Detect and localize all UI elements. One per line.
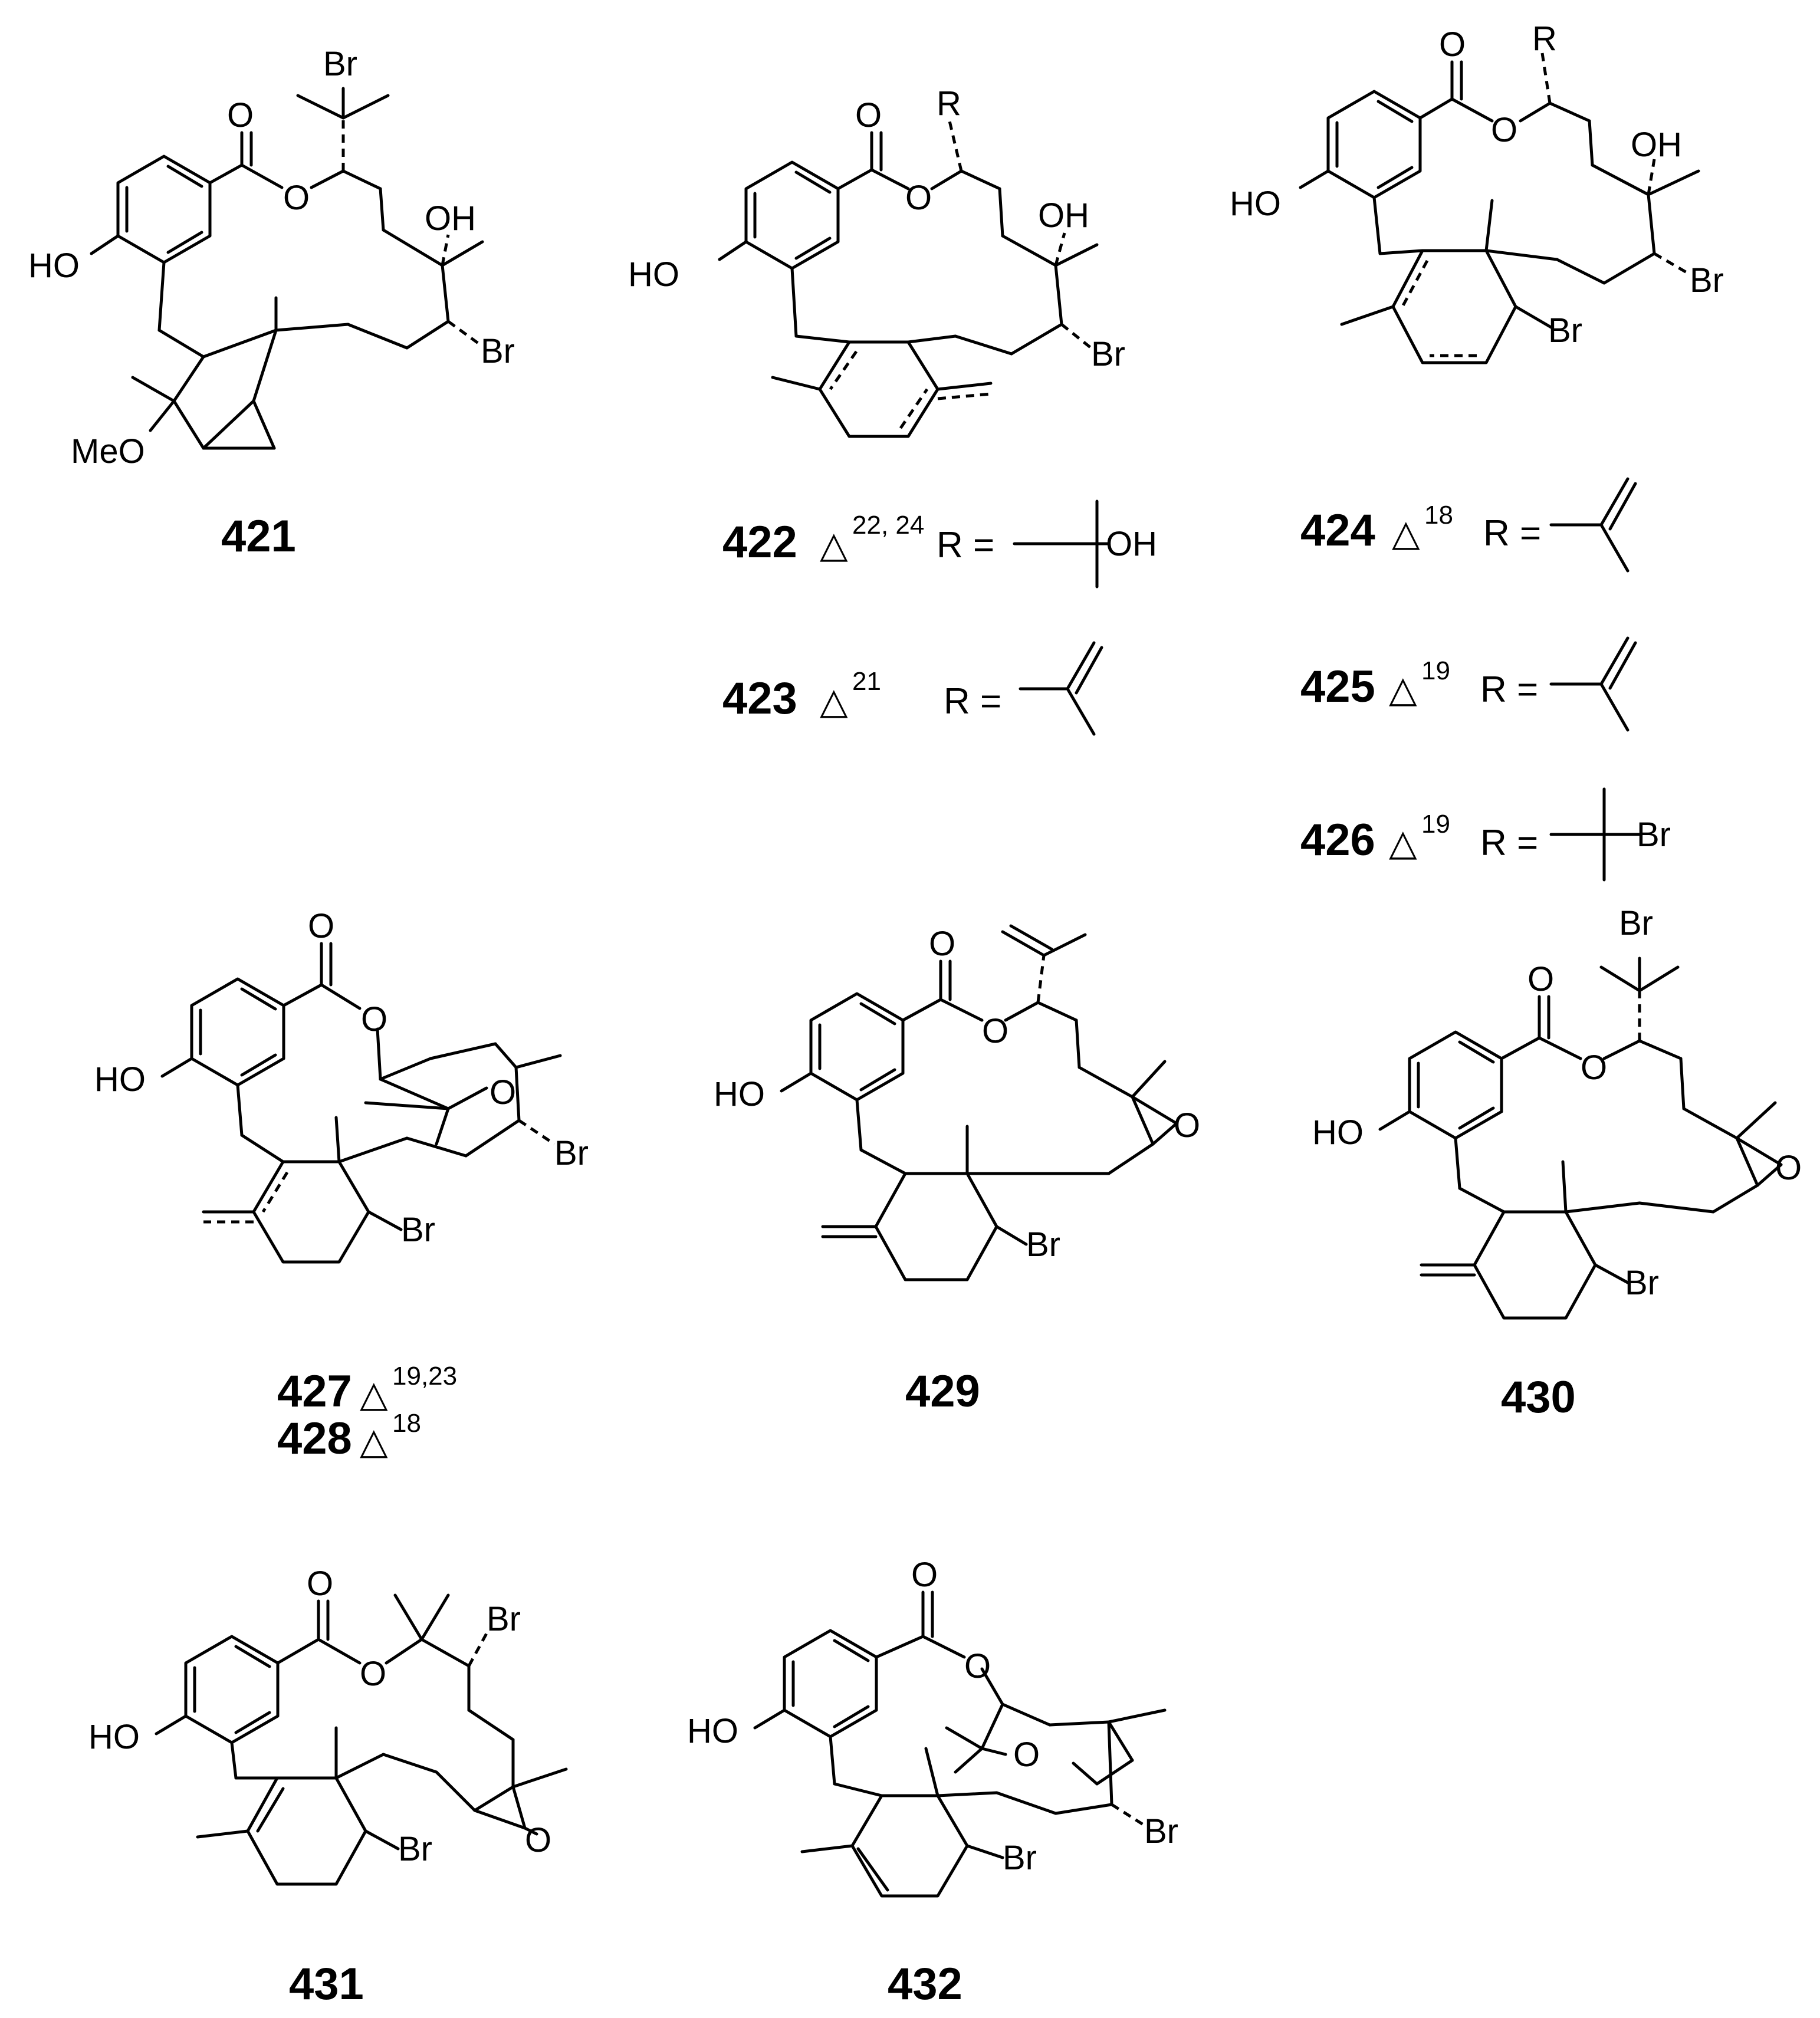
- atom-br: Br: [1637, 816, 1671, 854]
- structure-430: Br O O O Br HO 430: [1312, 904, 1802, 1422]
- delta-symbol: △: [1389, 669, 1417, 710]
- delta-positions-423: 21: [852, 667, 881, 696]
- atom-o: O: [361, 1000, 387, 1038]
- r-equals: R =: [1480, 823, 1538, 863]
- delta-symbol: △: [820, 525, 848, 566]
- atom-br: Br: [398, 1830, 432, 1868]
- delta-symbol: △: [360, 1374, 388, 1415]
- atom-br: Br: [1625, 1264, 1659, 1302]
- atom-o: O: [490, 1073, 516, 1112]
- structure-427: O O O Br Br HO 427 △ 19,23 428 △ 18: [94, 907, 589, 1464]
- atom-o: O: [283, 179, 310, 217]
- compound-id-426: 426: [1300, 815, 1375, 865]
- atom-ho: HO: [1230, 185, 1281, 223]
- compound-id-432: 432: [888, 1959, 962, 2009]
- atom-br: Br: [323, 45, 357, 83]
- compound-id-431: 431: [289, 1959, 364, 2009]
- delta-symbol: △: [360, 1421, 388, 1462]
- structure-421: Br O O OH Br HO MeO 421: [28, 45, 515, 561]
- r-equals: R =: [1480, 669, 1538, 710]
- atom-ho: HO: [628, 255, 679, 294]
- compound-id-422: 422: [722, 517, 797, 567]
- atom-oh: OH: [1038, 196, 1089, 235]
- compound-id-427: 427: [277, 1366, 352, 1416]
- atom-ho: HO: [88, 1718, 140, 1756]
- structure-423-label: 423 △ 21 R =: [722, 641, 1103, 736]
- structure-424: R O O OH Br Br HO 424 △ 18 R =: [1230, 19, 1724, 573]
- compound-id-423: 423: [722, 673, 797, 724]
- atom-o: O: [929, 925, 955, 963]
- delta-symbol: △: [1389, 823, 1417, 863]
- atom-o: O: [905, 179, 932, 217]
- structure-431: O O Br O Br HO 431: [88, 1565, 568, 2009]
- delta-positions-425: 19: [1421, 656, 1450, 685]
- delta-symbol: △: [820, 681, 848, 722]
- compound-id-424: 424: [1300, 505, 1375, 556]
- atom-ho: HO: [28, 247, 80, 285]
- atom-br: Br: [481, 332, 515, 370]
- atom-o: O: [307, 1565, 333, 1603]
- atom-o: O: [360, 1655, 386, 1693]
- atom-o: O: [1439, 25, 1466, 64]
- atom-o: O: [1174, 1106, 1200, 1145]
- atom-br: Br: [1144, 1812, 1178, 1851]
- compound-id-425: 425: [1300, 662, 1375, 712]
- atom-o: O: [855, 96, 882, 134]
- delta-positions-427: 19,23: [392, 1362, 457, 1391]
- atom-o: O: [308, 907, 334, 945]
- structure-432: O O O Br Br HO 432: [687, 1556, 1178, 2009]
- atom-br: Br: [554, 1134, 589, 1172]
- delta-positions-424: 18: [1424, 501, 1453, 530]
- r-equals: R =: [944, 681, 1001, 722]
- atom-o: O: [1527, 960, 1554, 998]
- structure-429: O O O Br HO 429: [714, 924, 1200, 1416]
- atom-ho: HO: [1312, 1113, 1364, 1152]
- compound-id-429: 429: [905, 1366, 980, 1416]
- delta-symbol: △: [1392, 513, 1420, 554]
- atom-br: Br: [401, 1211, 435, 1249]
- atom-o: O: [964, 1647, 991, 1685]
- atom-ho: HO: [687, 1712, 738, 1750]
- atom-ho: HO: [714, 1075, 765, 1113]
- atom-br: Br: [1091, 335, 1125, 373]
- compound-id-428: 428: [277, 1414, 352, 1464]
- delta-positions-422: 22, 24: [852, 511, 924, 540]
- atom-r: R: [1532, 19, 1557, 58]
- atom-o: O: [911, 1556, 938, 1594]
- atom-meo: MeO: [71, 432, 145, 471]
- atom-oh: OH: [1631, 126, 1682, 164]
- structure-425-label: 425 △ 19 R =: [1300, 636, 1637, 732]
- atom-br: Br: [487, 1600, 521, 1638]
- delta-positions-426: 19: [1421, 810, 1450, 839]
- atom-br: Br: [1690, 261, 1724, 300]
- atom-br: Br: [1026, 1225, 1060, 1264]
- atom-o: O: [1775, 1149, 1802, 1187]
- atom-oh: OH: [425, 199, 476, 238]
- atom-o: O: [1013, 1736, 1040, 1774]
- atom-o: O: [982, 1012, 1008, 1050]
- atom-br: Br: [1619, 904, 1653, 942]
- atom-r: R: [937, 84, 961, 123]
- structure-422: R O O OH Br HO 422 △ 22, 24 R = OH: [628, 84, 1157, 589]
- r-equals: R =: [1483, 513, 1541, 554]
- atom-o: O: [1491, 111, 1517, 149]
- atom-br: Br: [1003, 1839, 1037, 1877]
- compound-id-421: 421: [221, 511, 296, 561]
- atom-ho: HO: [94, 1060, 146, 1099]
- compound-id-430: 430: [1501, 1372, 1576, 1422]
- atom-o: O: [1581, 1049, 1607, 1087]
- atom-o: O: [227, 96, 254, 134]
- structure-426-label: 426 △ 19 R = Br: [1300, 787, 1671, 882]
- atom-br: Br: [1548, 311, 1582, 350]
- r-equals: R =: [937, 525, 994, 566]
- delta-positions-428: 18: [392, 1409, 421, 1438]
- atom-oh: OH: [1106, 525, 1157, 563]
- atom-o: O: [525, 1821, 551, 1859]
